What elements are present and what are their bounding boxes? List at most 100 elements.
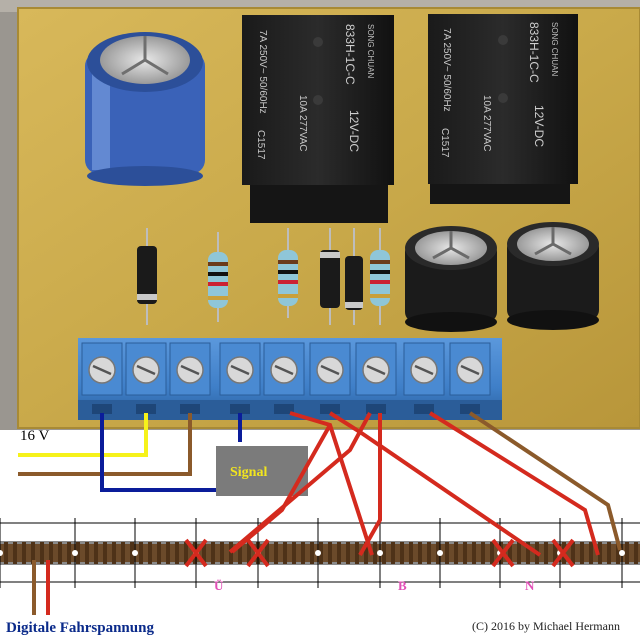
track-tie xyxy=(445,542,449,564)
track-tie xyxy=(544,542,548,564)
track-joint xyxy=(132,550,138,556)
track-tie xyxy=(238,542,242,564)
track-tie xyxy=(184,542,188,564)
relay-2-model: 833H-1C-C xyxy=(527,22,541,83)
track-tie xyxy=(625,542,629,564)
track-tie xyxy=(517,542,521,564)
terminal-screw xyxy=(403,342,445,414)
track-tie xyxy=(463,542,467,564)
track-tie xyxy=(598,542,602,564)
isolation-x-mark xyxy=(246,538,270,568)
track-tie xyxy=(13,542,17,564)
isolation-x-mark xyxy=(184,538,208,568)
track-tie xyxy=(481,542,485,564)
track-tie xyxy=(571,542,575,564)
terminal-screw xyxy=(449,342,491,414)
diode-3 xyxy=(345,228,363,325)
track-tie xyxy=(121,542,125,564)
track xyxy=(0,518,640,588)
resistor-3 xyxy=(370,228,390,325)
track-tie xyxy=(634,542,638,564)
track-tie xyxy=(310,542,314,564)
terminal-screw xyxy=(219,342,261,414)
track-tie xyxy=(202,542,206,564)
track-power-feed xyxy=(32,560,50,615)
track-tie xyxy=(328,542,332,564)
track-joint xyxy=(315,550,321,556)
track-tie xyxy=(22,542,26,564)
track-tie xyxy=(166,542,170,564)
track-tie xyxy=(85,542,89,564)
section-b-label: B xyxy=(398,578,407,593)
track-tie xyxy=(553,542,557,564)
track-joint xyxy=(619,550,625,556)
voltage-label: 16 V xyxy=(20,428,49,444)
track-tie xyxy=(274,542,278,564)
track-tie xyxy=(301,542,305,564)
track-tie xyxy=(211,542,215,564)
track-tie xyxy=(40,542,44,564)
relay-2-coil: 12V-DC xyxy=(532,105,546,147)
track-tie xyxy=(103,542,107,564)
track-tie xyxy=(382,542,386,564)
terminal-screw xyxy=(169,342,211,414)
terminal-screw xyxy=(355,342,397,414)
black-capacitor-2 xyxy=(507,222,599,330)
brown-wire-right xyxy=(468,411,622,551)
relay-1-rating2: 10A 277VAC xyxy=(297,95,308,152)
track-tie xyxy=(454,542,458,564)
track-tie xyxy=(472,542,476,564)
blue-wire xyxy=(100,413,242,492)
relay-1-model: 833H-1C-C xyxy=(343,24,357,85)
relay-1-rating: 7A 250V~ 50/60Hz xyxy=(257,30,268,114)
track-tie xyxy=(265,542,269,564)
track-power-label: Digitale Fahrspannung xyxy=(6,620,154,636)
track-tie xyxy=(220,542,224,564)
diode-2 xyxy=(320,228,340,325)
relay-1-code: C1517 xyxy=(255,130,266,160)
resistor-2 xyxy=(278,228,298,318)
track-tie xyxy=(67,542,71,564)
black-capacitor-1 xyxy=(405,226,497,332)
relay-2-rating2: 10A 277VAC xyxy=(481,95,492,152)
track-tie xyxy=(346,542,350,564)
track-tie xyxy=(337,542,341,564)
track-tie xyxy=(391,542,395,564)
terminal-screw xyxy=(263,342,305,414)
track-tie xyxy=(148,542,152,564)
terminal-screw xyxy=(81,342,123,414)
track-tie xyxy=(589,542,593,564)
track-tie xyxy=(139,542,143,564)
track-tie xyxy=(283,542,287,564)
relay-1: 833H-1C-C SONG CHUAN 7A 250V~ 50/60Hz 10… xyxy=(242,15,394,223)
track-tie xyxy=(607,542,611,564)
relay-1-coil: 12V-DC xyxy=(347,110,361,152)
copyright-label: (C) 2016 by Michael Hermann xyxy=(472,619,620,633)
track-joint xyxy=(0,550,3,556)
relay-1-brand: SONG CHUAN xyxy=(366,24,375,78)
track-tie xyxy=(616,542,620,564)
isolation-gaps xyxy=(184,538,575,568)
red-wires xyxy=(228,411,600,557)
track-tie xyxy=(427,542,431,564)
track-tie xyxy=(157,542,161,564)
track-joint xyxy=(437,550,443,556)
track-tie xyxy=(247,542,251,564)
section-n-label: N xyxy=(525,578,535,593)
relay-2: 833H-1C-C SONG CHUAN 7A 250V~ 50/60Hz 10… xyxy=(428,14,578,204)
track-tie xyxy=(580,542,584,564)
track-tie xyxy=(364,542,368,564)
isolation-x-mark xyxy=(551,538,575,568)
track-tie xyxy=(508,542,512,564)
track-tie xyxy=(355,542,359,564)
terminal-screw xyxy=(125,342,167,414)
track-tie xyxy=(400,542,404,564)
track-tie xyxy=(292,542,296,564)
isolation-x-mark xyxy=(491,538,515,568)
track-tie xyxy=(373,542,377,564)
signal-label: Signal xyxy=(230,465,267,480)
terminal-screw xyxy=(309,342,351,414)
track-tie xyxy=(94,542,98,564)
track-tie xyxy=(409,542,413,564)
